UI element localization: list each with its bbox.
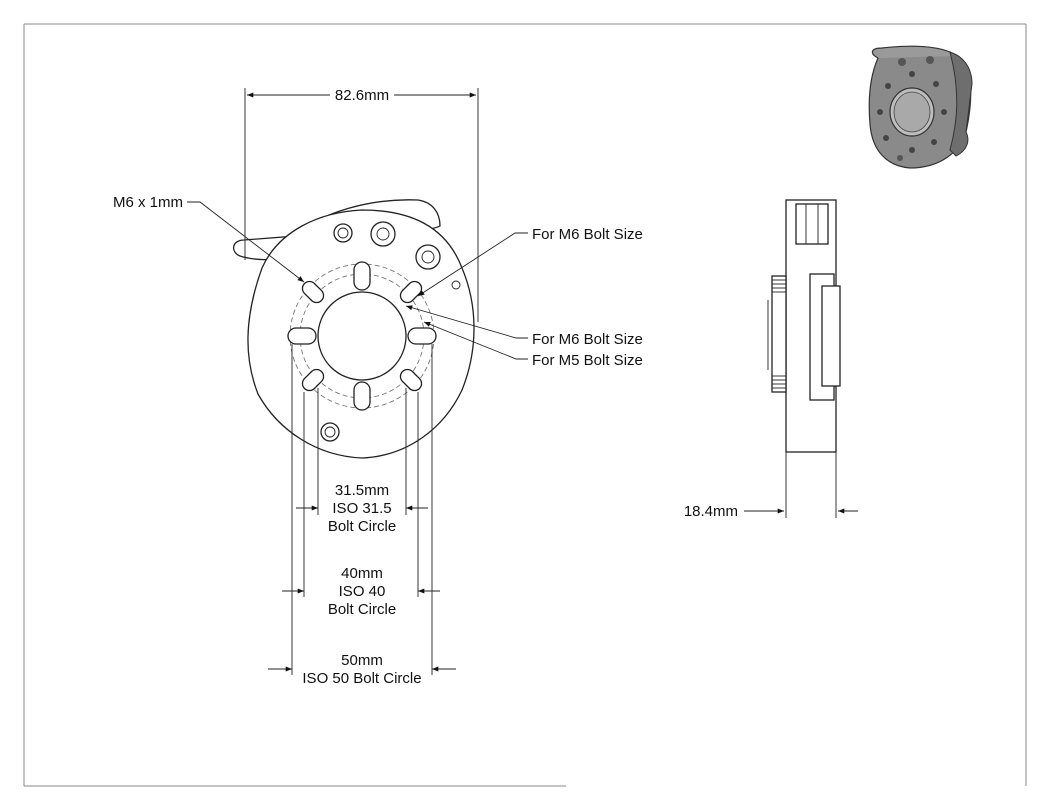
center-bore bbox=[317, 291, 407, 381]
isometric-view bbox=[868, 45, 973, 169]
m5-bolt-callout: For M5 Bolt Size bbox=[532, 352, 643, 369]
front-view: 82.6mm M6 x 1mm For M6 Bolt Size For M6 … bbox=[113, 87, 643, 687]
bolt-circle-50-line1: 50mm bbox=[341, 652, 383, 669]
thread-marks bbox=[772, 279, 786, 389]
overall-width-dim: 82.6mm bbox=[335, 87, 389, 104]
bolt-circle-31-5-line3: Bolt Circle bbox=[328, 518, 396, 535]
side-view: 18.4mm bbox=[684, 199, 858, 520]
bolt-circle-31-5-line2: ISO 31.5 bbox=[332, 500, 391, 517]
threaded-stub bbox=[771, 275, 787, 393]
sheet-border bbox=[23, 23, 1027, 787]
thread-callout: M6 x 1mm bbox=[113, 194, 183, 211]
m6-bolt-callout-mid: For M6 Bolt Size bbox=[532, 331, 643, 348]
m6-bolt-callout-top: For M6 Bolt Size bbox=[532, 226, 643, 243]
thickness-dim: 18.4mm bbox=[684, 503, 738, 520]
bolt-circle-40-line3: Bolt Circle bbox=[328, 601, 396, 618]
bolt-circle-50-line2: ISO 50 Bolt Circle bbox=[302, 670, 421, 687]
bolt-circle-40-line2: ISO 40 bbox=[339, 583, 386, 600]
bolt-circle-40-line1: 40mm bbox=[341, 565, 383, 582]
radial-slots bbox=[287, 261, 437, 411]
bolt-circle-31-5-line1: 31.5mm bbox=[335, 482, 389, 499]
